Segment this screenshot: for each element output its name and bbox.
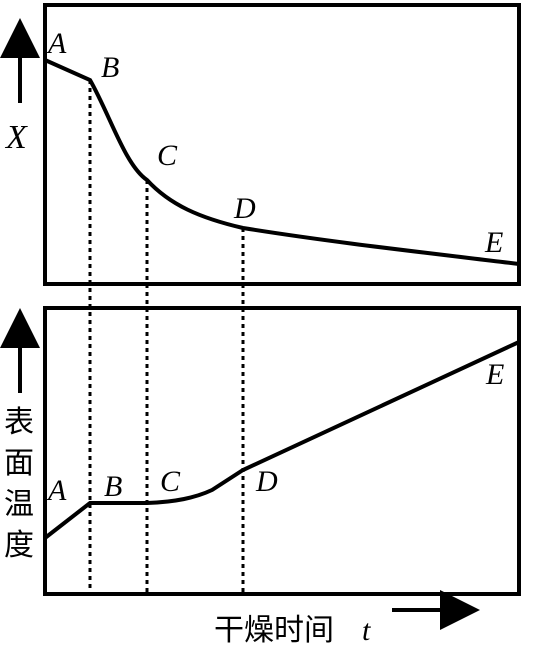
top-point-label-d: D [233, 192, 256, 225]
x-axis-label: 干燥时间 [214, 613, 334, 648]
bottom-point-label-e: E [485, 358, 504, 391]
top-point-label-a: A [46, 27, 67, 60]
moisture-curve [44, 58, 520, 266]
top-point-label-b: B [101, 51, 119, 84]
bottom-point-label-c: C [160, 465, 181, 498]
bottom-y-axis-label-char-1: 表 [4, 405, 34, 440]
top-panel-frame [43, 3, 521, 286]
bottom-y-axis-label-char-4: 度 [4, 528, 34, 563]
bottom-point-label-d: D [255, 465, 278, 498]
bottom-point-label-a: A [46, 474, 67, 507]
bottom-panel-frame [43, 306, 521, 596]
bottom-y-axis-label-char-3: 温 [4, 487, 34, 522]
surface-temperature-curve [43, 340, 520, 540]
bottom-y-axis-label-char-2: 面 [4, 446, 34, 481]
top-point-label-c: C [157, 139, 178, 172]
top-point-label-e: E [484, 226, 503, 259]
bottom-point-label-b: B [104, 470, 122, 503]
x-axis-variable: t [362, 614, 371, 647]
top-y-axis-label: X [4, 119, 28, 156]
